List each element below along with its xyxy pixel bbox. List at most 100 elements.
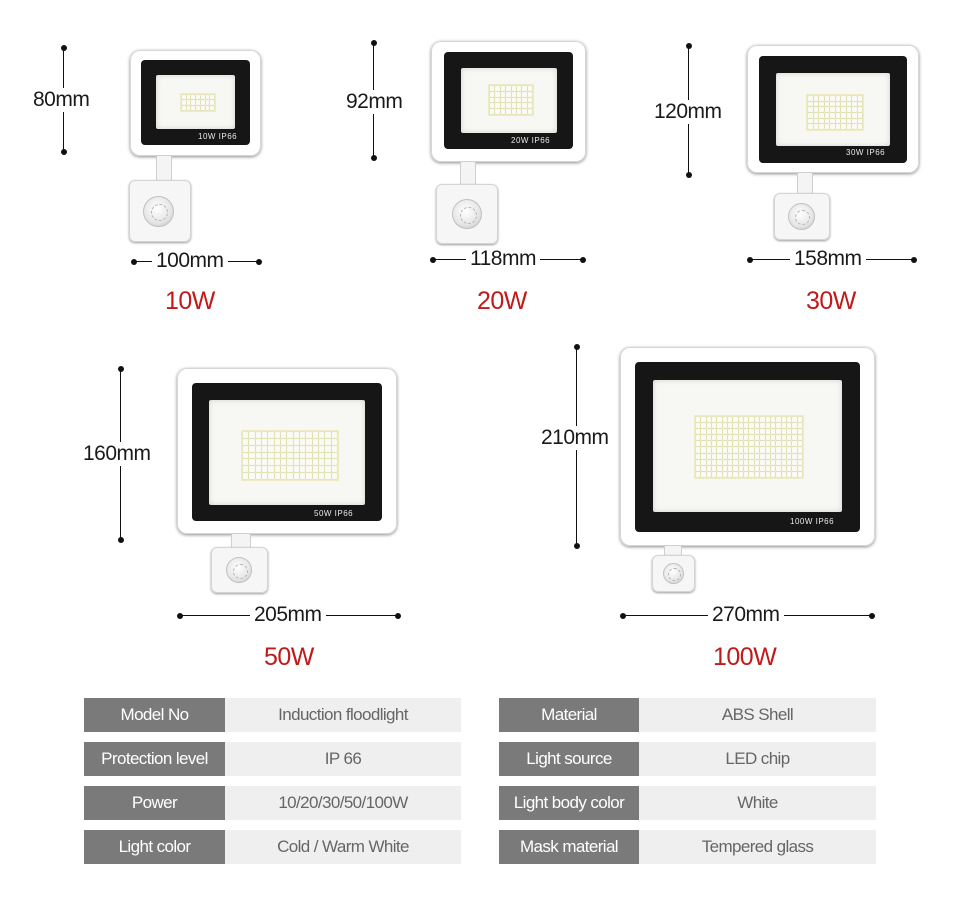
- led-chip: [281, 473, 287, 479]
- spec-key: Power: [84, 786, 225, 820]
- led-chip: [701, 435, 706, 441]
- led-chip: [824, 124, 829, 129]
- width-label: 118mm: [466, 247, 540, 271]
- led-chip: [770, 471, 776, 477]
- led-chip: [331, 445, 337, 452]
- led-chip: [770, 417, 776, 423]
- led-chip: [728, 453, 733, 459]
- led-chip: [712, 459, 717, 465]
- led-chip: [744, 459, 749, 465]
- led-chip: [760, 435, 765, 441]
- led-chip: [744, 429, 749, 435]
- led-chip: [770, 423, 776, 429]
- lamp-label: 10W IP66: [198, 132, 238, 141]
- led-chip: [243, 452, 249, 459]
- led-chip: [712, 417, 717, 423]
- led-chip: [786, 465, 792, 471]
- led-chip: [312, 452, 318, 459]
- led-chip: [744, 435, 749, 441]
- led-chip: [819, 101, 824, 107]
- led-chip: [255, 438, 261, 445]
- spec-value: LED chip: [639, 742, 876, 776]
- led-chip: [765, 465, 770, 471]
- dimension-dot: [574, 344, 580, 350]
- led-chip: [824, 101, 829, 107]
- led-chip: [249, 452, 255, 459]
- led-chip: [712, 465, 717, 471]
- led-chip: [522, 97, 527, 103]
- led-chip: [293, 459, 299, 466]
- led-array: [180, 93, 216, 112]
- led-chip: [857, 101, 862, 107]
- led-chip: [500, 109, 506, 114]
- led-chip: [243, 432, 249, 438]
- led-chip: [776, 441, 781, 447]
- led-chip: [325, 432, 331, 438]
- led-chip: [274, 432, 280, 438]
- led-chip: [819, 107, 824, 112]
- led-chip: [760, 423, 765, 429]
- led-chip: [319, 459, 325, 466]
- led-chip: [706, 441, 712, 447]
- led-chip: [717, 471, 722, 477]
- led-chip: [722, 471, 728, 477]
- spec-row: Power 10/20/30/50/100W: [84, 786, 461, 820]
- led-chip: [696, 423, 701, 429]
- sensor-dome-icon: [226, 557, 252, 583]
- height-label: 210mm: [541, 426, 609, 450]
- led-chip: [306, 432, 312, 438]
- dimension-dot: [620, 613, 626, 619]
- led-chip: [696, 465, 701, 471]
- led-chip: [830, 124, 835, 129]
- led-chip: [249, 438, 255, 445]
- led-chip: [808, 101, 813, 107]
- led-chip: [830, 112, 835, 118]
- led-chip: [754, 471, 760, 477]
- led-chip: [696, 453, 701, 459]
- led-chip: [781, 465, 786, 471]
- led-chip: [744, 417, 749, 423]
- led-chip: [754, 423, 760, 429]
- led-chip: [281, 445, 287, 452]
- led-chip: [701, 429, 706, 435]
- led-chip: [495, 91, 500, 97]
- led-chip: [701, 465, 706, 471]
- led-chip: [722, 423, 728, 429]
- led-chip: [701, 417, 706, 423]
- led-chip: [274, 466, 280, 473]
- led-chip: [210, 100, 214, 105]
- led-chip: [712, 423, 717, 429]
- spec-key: Mask material: [499, 830, 639, 864]
- led-chip: [701, 453, 706, 459]
- led-chip: [243, 459, 249, 466]
- dimension-dot: [430, 257, 436, 263]
- led-chip: [797, 465, 802, 471]
- led-chip: [749, 465, 754, 471]
- lamp-label: 100W IP66: [790, 517, 835, 526]
- dimension-dot: [118, 537, 124, 543]
- led-chip: [516, 97, 522, 103]
- led-chip: [733, 471, 738, 477]
- led-chip: [516, 103, 522, 109]
- led-array: [488, 84, 534, 116]
- led-chip: [722, 453, 728, 459]
- led-chip: [511, 109, 516, 114]
- led-chip: [196, 100, 200, 105]
- led-chip: [717, 459, 722, 465]
- led-chip: [722, 435, 728, 441]
- led-array: [694, 415, 804, 479]
- led-chip: [728, 459, 733, 465]
- lamp-label: 20W IP66: [511, 136, 551, 145]
- spec-row: Light color Cold / Warm White: [84, 830, 461, 864]
- led-chip: [824, 118, 829, 124]
- led-chip: [255, 466, 261, 473]
- led-chip: [306, 466, 312, 473]
- led-chip: [325, 459, 331, 466]
- spec-value: Induction floodlight: [225, 698, 461, 732]
- led-chip: [846, 124, 851, 129]
- led-chip: [717, 423, 722, 429]
- led-chip: [712, 429, 717, 435]
- spec-row: Light source LED chip: [499, 742, 876, 776]
- led-chip: [792, 471, 797, 477]
- led-chip: [749, 471, 754, 477]
